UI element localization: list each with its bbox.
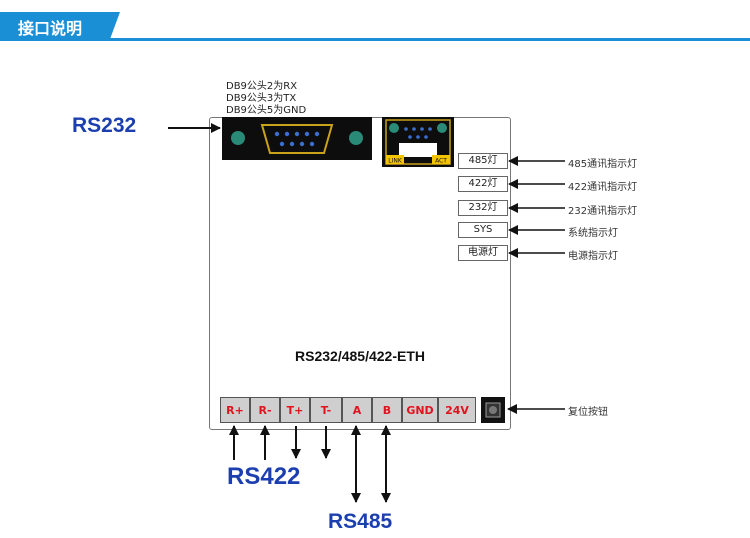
device-model-label: RS232/485/422-ETH <box>295 348 425 364</box>
section-title: 接口说明 <box>18 19 83 38</box>
section-header-tab: 接口说明 <box>0 12 120 38</box>
led-422-desc: 422通讯指示灯 <box>568 182 638 193</box>
db9-note-tx: DB9公头3为TX <box>226 93 297 104</box>
led-power-desc: 电源指示灯 <box>568 251 618 262</box>
rs422-label: RS422 <box>227 463 301 490</box>
db9-note-gnd: DB9公头5为GND <box>226 105 307 116</box>
led-sys-desc: 系统指示灯 <box>568 228 618 239</box>
terminal-t-plus: T+ <box>280 397 310 423</box>
led-485: 485灯 <box>458 153 508 169</box>
device-body <box>209 117 511 430</box>
terminal-a: A <box>342 397 372 423</box>
db9-note-rx: DB9公头2为RX <box>226 81 298 92</box>
terminal-24v: 24V <box>438 397 476 423</box>
rs232-label: RS232 <box>72 114 137 137</box>
reset-button-desc: 复位按钮 <box>568 407 608 418</box>
rj45-act-label: ACT <box>435 158 447 165</box>
reset-button-graphic <box>485 402 501 418</box>
db9-connector-graphic <box>231 124 363 154</box>
db9-connector <box>222 117 372 160</box>
header-divider <box>0 38 750 41</box>
led-232: 232灯 <box>458 200 508 216</box>
terminal-r-plus: R+ <box>220 397 250 423</box>
terminal-t-minus: T- <box>310 397 342 423</box>
led-232-desc: 232通讯指示灯 <box>568 206 638 217</box>
led-sys: SYS <box>458 222 508 238</box>
rj45-link-label: LINK <box>388 158 403 165</box>
terminal-gnd: GND <box>402 397 438 423</box>
reset-button <box>481 397 505 423</box>
led-422: 422灯 <box>458 176 508 192</box>
led-power: 电源灯 <box>458 245 508 261</box>
led-485-desc: 485通讯指示灯 <box>568 159 638 170</box>
terminal-r-minus: R- <box>250 397 280 423</box>
rj45-port: LINK ACT <box>382 117 454 167</box>
rj45-port-graphic: LINK ACT <box>385 119 451 165</box>
rs485-label: RS485 <box>328 510 393 533</box>
terminal-b: B <box>372 397 402 423</box>
